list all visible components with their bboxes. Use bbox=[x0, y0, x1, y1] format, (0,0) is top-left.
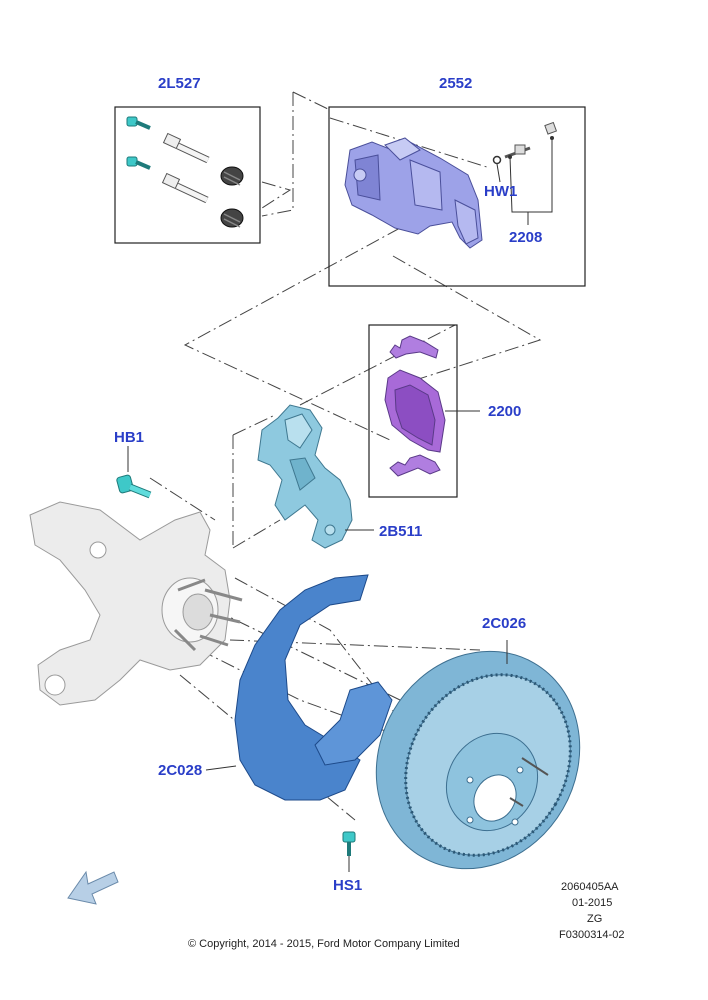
caliper-icon bbox=[344, 137, 483, 249]
hb1-bolt-icon bbox=[116, 446, 152, 499]
caliper-2552-box bbox=[328, 106, 586, 287]
bleeder-screw-icon bbox=[504, 121, 558, 159]
meta-code-4: F0300314-02 bbox=[559, 929, 624, 941]
guide-pin-icon bbox=[162, 132, 210, 164]
pad-clip-icon bbox=[389, 335, 439, 359]
anchor-bracket-icon bbox=[257, 404, 374, 549]
kit-2l527-box bbox=[114, 106, 261, 244]
callout-2c026: 2C026 bbox=[482, 615, 526, 632]
meta-code-2: 01-2015 bbox=[572, 897, 612, 909]
copyright-text: © Copyright, 2014 - 2015, Ford Motor Com… bbox=[188, 938, 460, 950]
direction-arrow-icon bbox=[67, 870, 119, 905]
brake-pad-icon bbox=[384, 369, 446, 453]
boot-icon bbox=[220, 166, 244, 186]
callout-hs1: HS1 bbox=[333, 877, 362, 894]
dust-shield-icon bbox=[205, 574, 393, 801]
steering-knuckle-icon bbox=[29, 501, 243, 706]
callout-hb1: HB1 bbox=[114, 429, 144, 446]
meta-code-3: ZG bbox=[587, 913, 602, 925]
callout-2l527: 2L527 bbox=[158, 75, 201, 92]
callout-2b511: 2B511 bbox=[379, 523, 422, 540]
pads-2200-box bbox=[368, 324, 480, 498]
meta-code-1: 2060405AA bbox=[561, 881, 619, 893]
hs1-screw-icon bbox=[342, 831, 356, 872]
callout-hw1: HW1 bbox=[484, 183, 517, 200]
clip-icon bbox=[492, 155, 502, 165]
brake-rotor-icon bbox=[375, 640, 581, 870]
callout-2200: 2200 bbox=[488, 403, 521, 420]
callout-2208: 2208 bbox=[509, 229, 542, 246]
callout-2c028: 2C028 bbox=[158, 762, 202, 779]
guide-bolt-icon bbox=[126, 116, 151, 130]
callout-2552: 2552 bbox=[439, 75, 472, 92]
pad-clip-icon bbox=[389, 454, 441, 477]
guide-bolt-icon bbox=[126, 156, 151, 170]
guide-pin-icon bbox=[161, 172, 209, 204]
boot-icon bbox=[220, 208, 244, 228]
